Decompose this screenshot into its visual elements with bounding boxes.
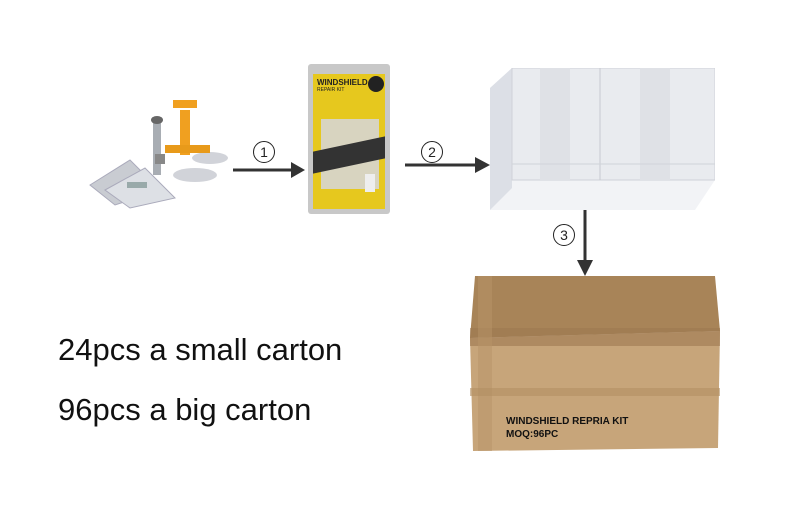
carton-label-line2: MOQ:96PC [506, 429, 559, 440]
step-1-marker: 1 [253, 141, 275, 163]
package-brand: WINDSHIELD [317, 78, 368, 87]
step-3-marker: 3 [553, 224, 575, 246]
caption-small-carton: 24pcs a small carton [58, 332, 343, 367]
small-cartons-stack [490, 67, 716, 210]
package-subtitle: REPAIR KIT [317, 87, 345, 93]
step-2-marker: 2 [421, 141, 443, 163]
caption-big-carton: 96pcs a big carton [58, 392, 312, 427]
arrow-1 [233, 160, 305, 185]
repair-kit-image [85, 90, 235, 210]
retail-package: WINDSHIELD REPAIR KIT [308, 64, 390, 214]
arrow-2 [405, 155, 490, 180]
big-carton: WINDSHIELD REPRIA KIT MOQ:96PC [470, 276, 720, 451]
carton-label-line1: WINDSHIELD REPRIA KIT [506, 416, 629, 427]
arrow-3 [575, 210, 595, 281]
